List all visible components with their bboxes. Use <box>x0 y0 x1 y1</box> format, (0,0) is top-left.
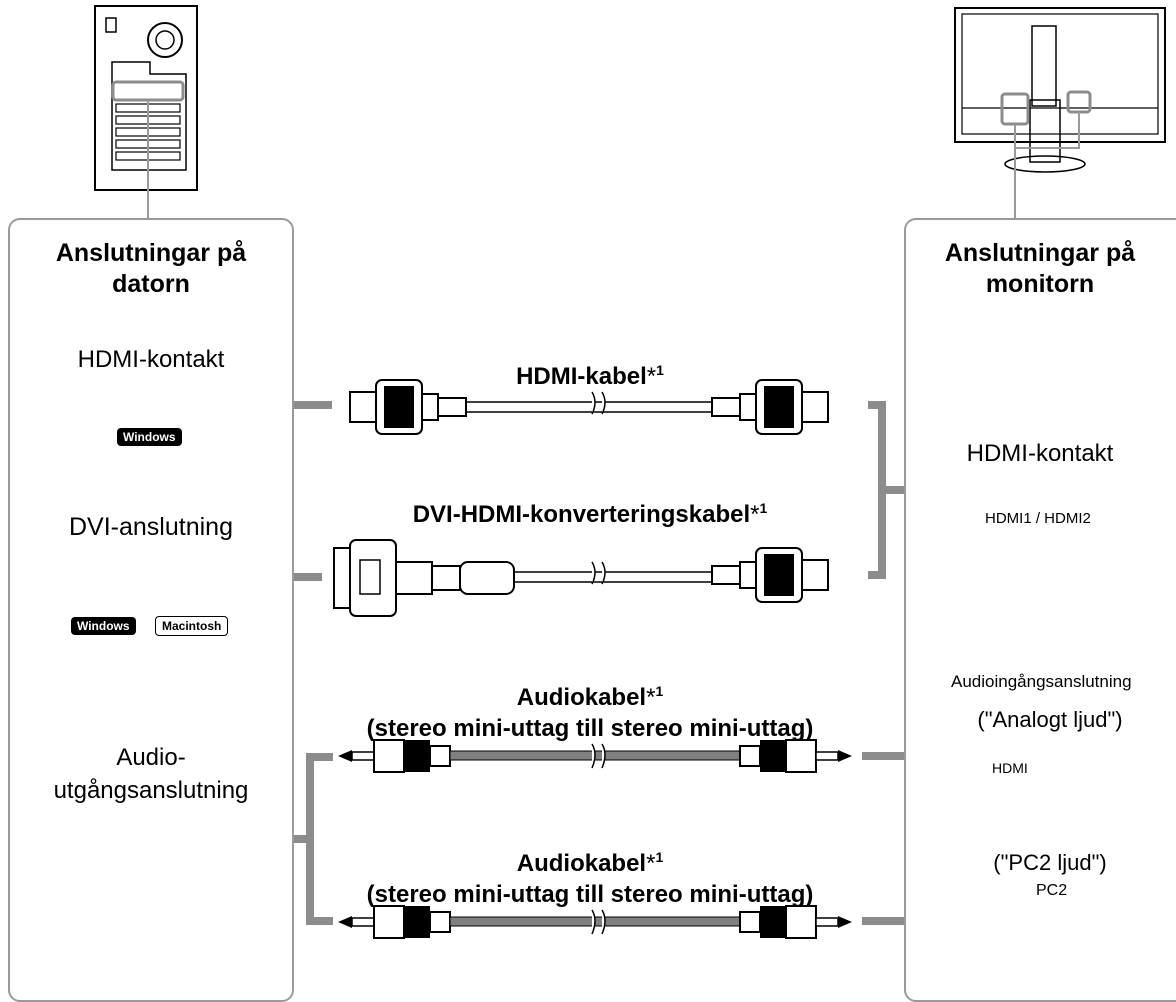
audio-cable-2-illustration <box>338 905 852 939</box>
monitor-pc2-audio-label: ("PC2 ljud") <box>993 850 1107 875</box>
hdmi-cable-name: HDMI-kabel <box>516 363 647 390</box>
footnote-number: 1 <box>656 362 664 378</box>
audio-cable-1-description: (stereo mini-uttag till stereo mini-utta… <box>366 715 814 742</box>
hdmi-cable-illustration <box>349 379 829 435</box>
audio-cable-2-description: (stereo mini-uttag till stereo mini-utta… <box>366 881 814 908</box>
audio-cable-2-name: Audiokabel <box>516 850 647 877</box>
pc-dvi-macintosh-badge: Macintosh <box>155 616 229 636</box>
audio-input-group-label: Audioingångsanslutning <box>949 672 1134 692</box>
monitor-connections-panel <box>904 218 1176 1002</box>
audio-cable-2-label: Audiokabel*1 (stereo mini-uttag till ste… <box>330 842 850 910</box>
footnote-number: 1 <box>759 500 768 516</box>
monitor-hdmi-label: HDMI-kontakt <box>966 440 1114 467</box>
footnote-mark: * <box>646 363 657 390</box>
pc-hdmi-windows-badge: Windows <box>117 428 182 446</box>
pc-audio-label: Audio- utgångsanslutning <box>8 741 294 807</box>
pc-panel-title-line2: datorn <box>112 270 190 298</box>
footnote-mark: * <box>646 684 656 711</box>
pc-tower-illustration <box>94 5 198 218</box>
monitor-hdmi-ports-label: HDMI1 / HDMI2 <box>985 510 1091 527</box>
dvi-hdmi-cable-name: DVI-HDMI-konverteringskabel <box>412 501 751 528</box>
monitor-pc2-icon-label: PC2 <box>1036 882 1068 899</box>
footnote-mark: * <box>646 850 656 877</box>
monitor-analog-audio-label: ("Analogt ljud") <box>977 707 1123 732</box>
pc-dvi-windows-badge: Windows <box>71 617 136 635</box>
pc-audio-label-line1: Audio- <box>116 744 186 771</box>
audio-cable-1-name: Audiokabel <box>516 684 647 711</box>
monitor-back-illustration <box>954 7 1166 218</box>
footnote-number: 1 <box>655 849 664 865</box>
footnote-number: 1 <box>655 683 664 699</box>
pc-dvi-label: DVI-anslutning <box>69 513 233 541</box>
pc-panel-title: Anslutningar på datorn <box>8 238 294 300</box>
monitor-panel-title-line2: monitorn <box>985 270 1095 298</box>
pc-hdmi-label: HDMI-kontakt <box>77 346 225 373</box>
pc-audio-label-line2: utgångsanslutning <box>53 777 249 804</box>
pc-panel-title-line1: Anslutningar på <box>55 239 247 267</box>
monitor-panel-title-line1: Anslutningar på <box>944 239 1136 267</box>
monitor-panel-title: Anslutningar på monitorn <box>904 238 1176 300</box>
audio-cable-1-label: Audiokabel*1 (stereo mini-uttag till ste… <box>330 676 850 744</box>
hdmi-cable-label: HDMI-kabel*1 <box>440 355 740 392</box>
dvi-hdmi-cable-label: DVI-HDMI-konverteringskabel*1 <box>360 493 820 530</box>
audio-cable-1-illustration <box>338 739 852 773</box>
dvi-hdmi-cable-illustration <box>333 539 829 617</box>
monitor-analog-icon-label: HDMI <box>992 760 1028 776</box>
pc-connections-panel <box>8 218 294 1002</box>
footnote-mark: * <box>750 501 760 528</box>
